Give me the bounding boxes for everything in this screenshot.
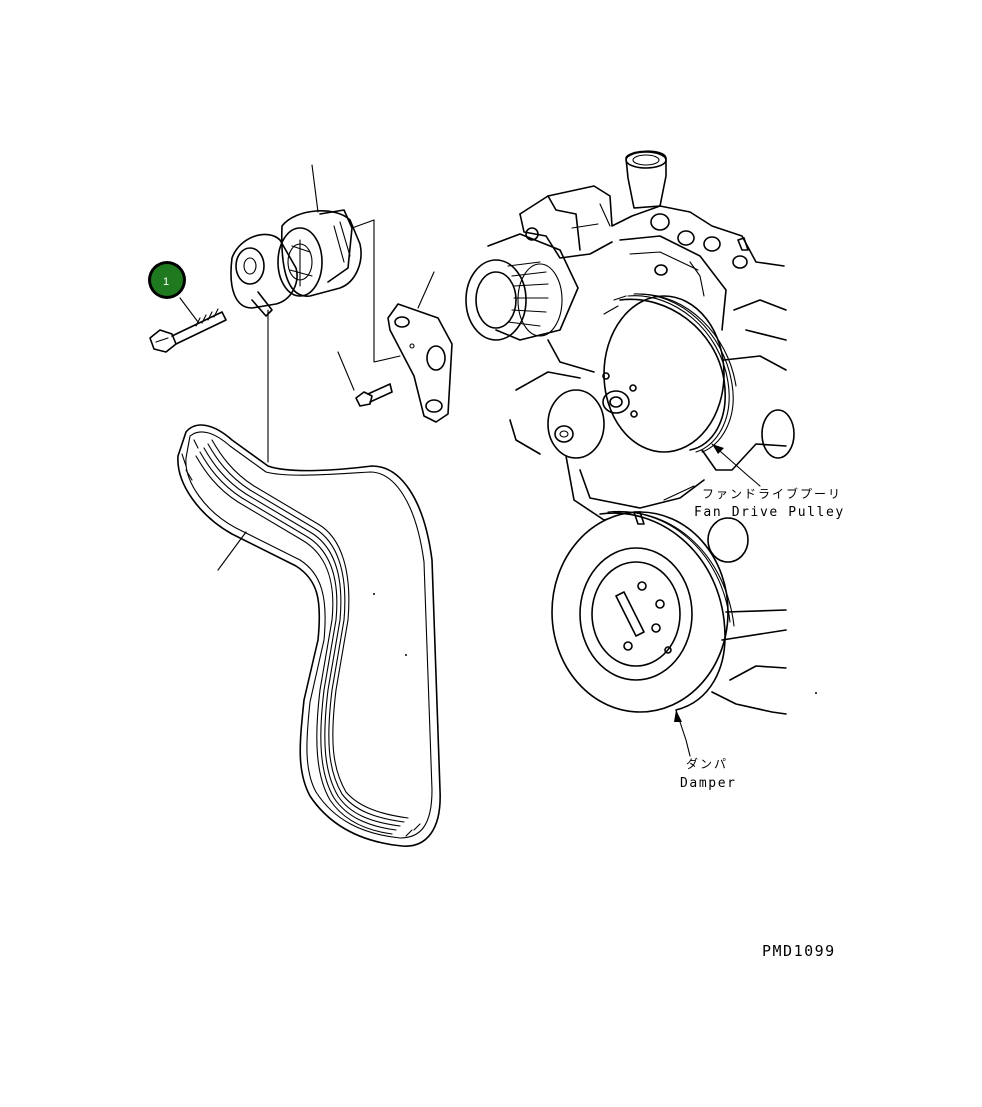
fan-drive-pulley-en: Fan Drive Pulley [694,505,845,520]
callout-1[interactable]: 1 [148,261,186,299]
damper-jp: ダンパ [686,756,728,771]
belt-dot [373,593,375,595]
callout-1-number: 1 [163,276,169,288]
bolt-leader [337,351,355,391]
belt-leader [217,531,247,571]
callout-1-leader [179,297,199,323]
bracket-bolt [355,383,393,407]
callout-1-fill [151,264,183,296]
tensioner-leader [311,164,319,213]
serpentine-belt [177,424,441,847]
belt-tensioner [230,209,362,317]
engine-block [465,150,817,715]
figure-code: PMD1099 [762,942,836,960]
bracket-leader [417,271,435,309]
fan-drive-pulley-label: ファンドライブプーリ Fan Drive Pulley [663,443,845,520]
fan-drive-pulley-jp: ファンドライブプーリ [702,486,842,501]
damper-label: ダンパ Damper [674,709,737,791]
mounting-bracket [387,303,453,423]
belt-dot-2 [405,654,407,656]
damper-en: Damper [680,776,737,791]
bracket-connector-line [351,219,401,363]
flange-bolt [149,308,227,353]
